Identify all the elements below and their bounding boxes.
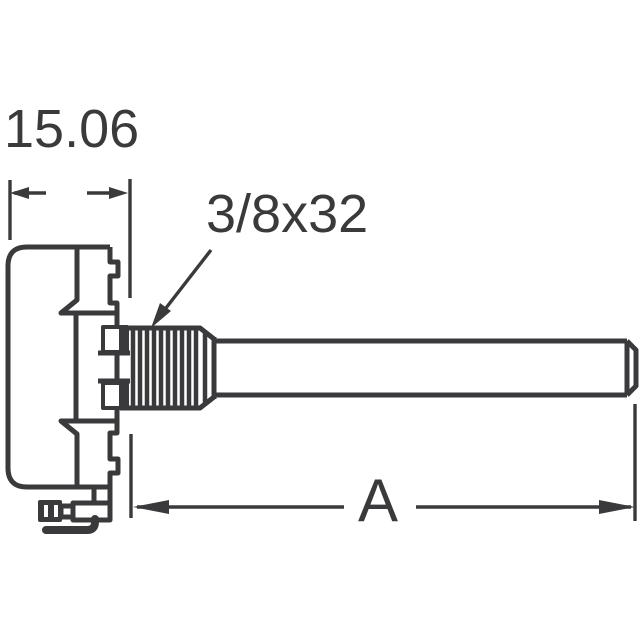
ext-line-mounting-face xyxy=(128,179,133,518)
arrowheads xyxy=(10,187,635,514)
flange-bar-lower xyxy=(119,383,127,408)
bushing-boss-edges xyxy=(98,350,130,384)
solder-lug xyxy=(38,500,62,522)
labels-group: 15.06 3/8x32 A xyxy=(4,99,398,534)
thread-lines xyxy=(130,328,208,408)
flange-bar-upper xyxy=(119,327,127,352)
shaft-outline xyxy=(214,338,639,398)
flange-bars xyxy=(119,327,127,408)
front-plate-bottom-profile xyxy=(107,409,121,487)
thread-leader-arrowhead xyxy=(151,303,171,328)
lug-slots xyxy=(44,505,58,517)
lug-slot-left xyxy=(44,505,48,517)
front-plate-top-profile xyxy=(107,247,121,327)
terminal-pin-group xyxy=(42,515,99,534)
drawing-strokes xyxy=(5,179,639,534)
terminal-neck xyxy=(58,503,76,520)
terminal-column xyxy=(91,487,113,503)
width-arrow-left xyxy=(10,187,29,199)
terminal-pin xyxy=(42,515,99,534)
lug-slot-right xyxy=(54,505,58,517)
thread-spec-label: 3/8x32 xyxy=(206,184,368,244)
shaft-length-dimension-label: A xyxy=(358,467,398,534)
bushing-outline xyxy=(120,325,217,411)
body-outline xyxy=(5,244,110,490)
lug-body xyxy=(38,500,62,522)
cover-seam-bottom xyxy=(58,418,117,487)
thread-ridges xyxy=(130,328,208,408)
shaft-arrow-right xyxy=(599,500,635,514)
dimension-lines xyxy=(8,179,637,521)
width-arrow-right xyxy=(109,187,128,199)
thread-leader-line xyxy=(157,248,213,319)
shaft-arrow-left xyxy=(133,500,169,514)
body-width-dimension-label: 15.06 xyxy=(4,99,139,159)
cover-seam-top xyxy=(58,247,117,316)
